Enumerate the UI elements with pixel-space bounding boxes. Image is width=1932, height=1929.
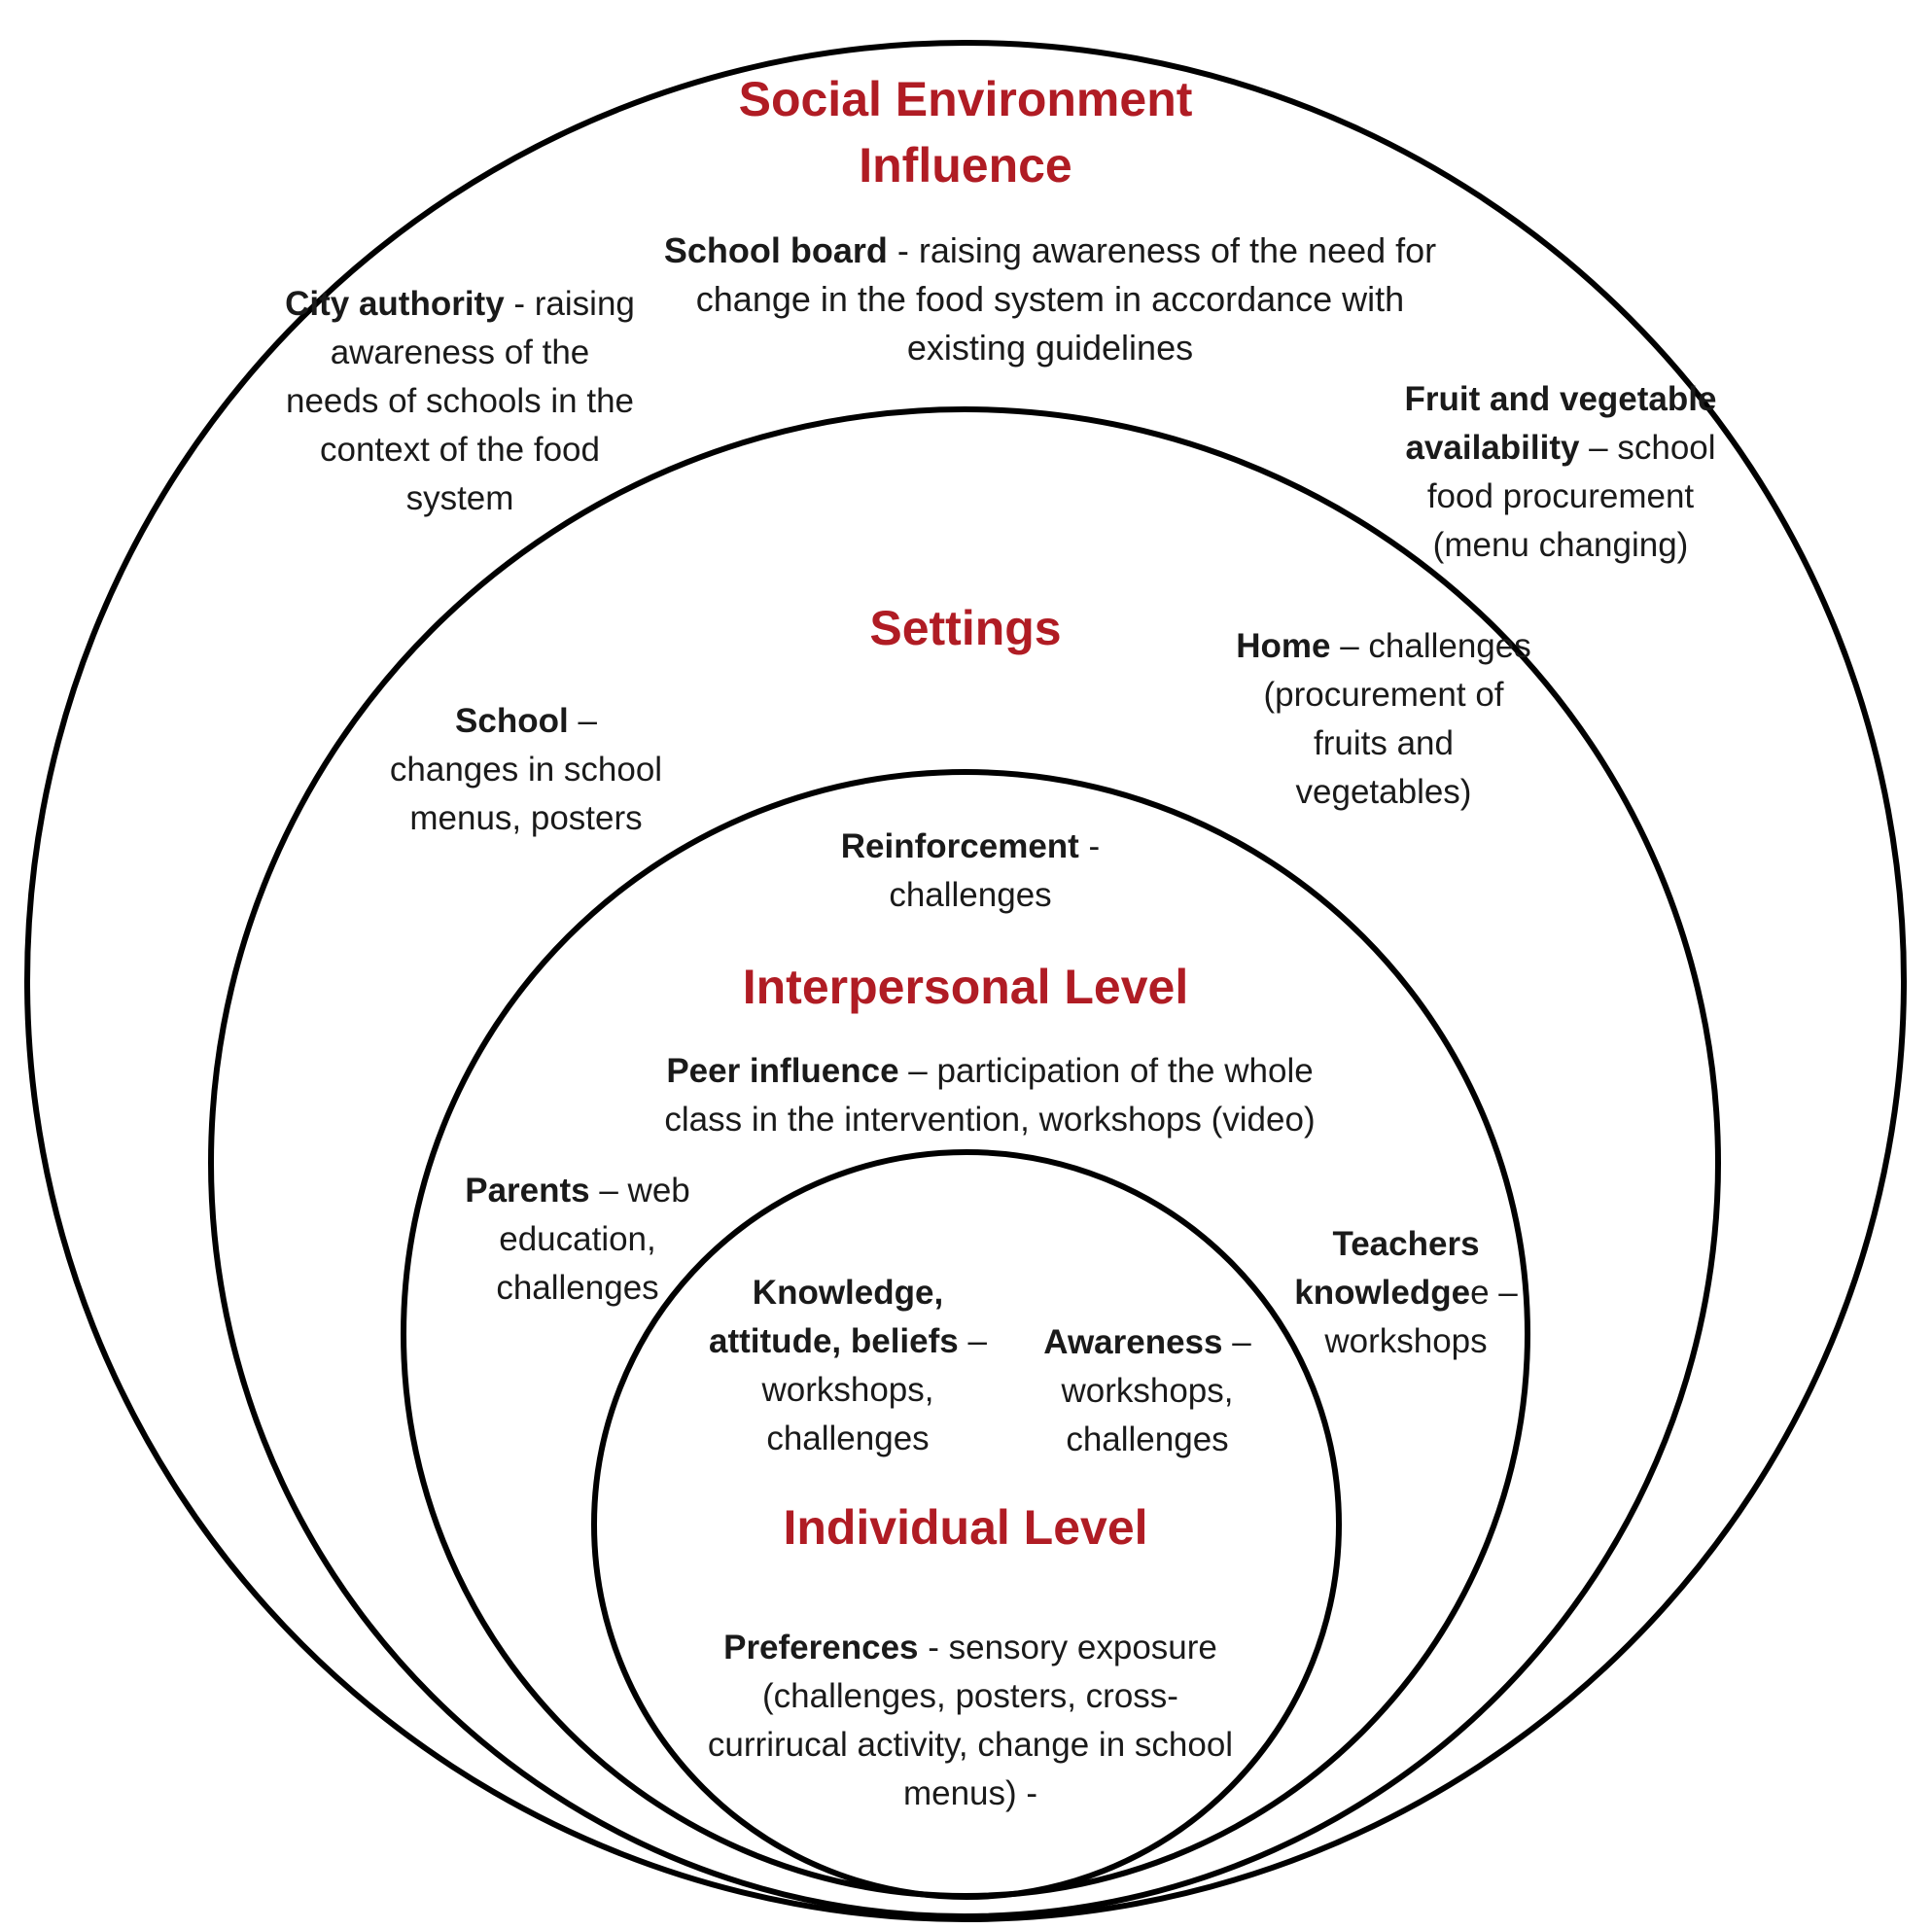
fruit-vegetable-desc: – school food procurement (menu changing… [1426, 429, 1716, 564]
knowledge-term: Knowledge, attitude, beliefs [709, 1274, 959, 1360]
settings-ring [208, 406, 1721, 1919]
social-environment-ring [24, 40, 1907, 1922]
individual-title: Individual Level [783, 1500, 1148, 1555]
preferences-note: Preferences - sensory exposure (challeng… [698, 1624, 1243, 1818]
teachers-desc: e – workshops [1324, 1274, 1518, 1360]
parents-desc: – web education, challenges [496, 1172, 690, 1307]
knowledge-desc: – workshops, challenges [761, 1322, 987, 1457]
fruit-vegetable-term: Fruit and vegetable availability [1404, 380, 1717, 467]
school-setting-desc: – changes in school menus, posters [389, 702, 663, 837]
individual-ring [591, 1149, 1342, 1900]
school-board-term: School board [663, 230, 888, 270]
home-setting-term: Home [1236, 627, 1331, 665]
city-authority-desc: - raising awareness of the needs of scho… [285, 285, 635, 517]
interpersonal-title: Interpersonal Level [742, 960, 1189, 1014]
social-environment-title: Social Environment Influence [625, 66, 1306, 198]
awareness-term: Awareness [1043, 1323, 1223, 1361]
parents-term: Parents [465, 1172, 590, 1210]
school-board-note: School board - raising awareness of the … [661, 227, 1439, 372]
preferences-desc: - sensory exposure (challenges, posters,… [707, 1629, 1234, 1812]
knowledge-note: Knowledge, attitude, beliefs – workshops… [692, 1269, 1003, 1463]
fruit-vegetable-note: Fruit and vegetable availability – schoo… [1390, 375, 1731, 570]
peer-influence-term: Peer influence [666, 1052, 899, 1090]
teachers-term: Teachers knowledge [1294, 1225, 1480, 1312]
school-setting-term: School [455, 702, 569, 740]
reinforcement-term: Reinforcement [840, 827, 1079, 865]
reinforcement-desc: - challenges [889, 827, 1101, 914]
awareness-note: Awareness – workshops, challenges [1031, 1318, 1264, 1464]
home-setting-note: Home – challenges (procurement of fruits… [1233, 622, 1534, 817]
teachers-note: Teachers knowledgee – workshops [1280, 1220, 1532, 1366]
awareness-desc: – workshops, challenges [1061, 1323, 1251, 1458]
peer-influence-note: Peer influence – participation of the wh… [630, 1047, 1350, 1144]
reinforcement-note: Reinforcement - challenges [815, 823, 1126, 920]
school-setting-note: School – changes in school menus, poster… [389, 697, 663, 843]
social-environment-title-line2: Influence [859, 138, 1072, 193]
peer-influence-desc: – participation of the whole class in th… [664, 1052, 1316, 1139]
preferences-term: Preferences [723, 1629, 919, 1666]
social-environment-title-line1: Social Environment [738, 72, 1193, 126]
parents-note: Parents – web education, challenges [445, 1167, 710, 1313]
settings-title: Settings [869, 601, 1062, 655]
school-board-desc: - raising awareness of the need for chan… [695, 230, 1437, 368]
city-authority-term: City authority [285, 285, 505, 323]
city-authority-note: City authority - raising awareness of th… [280, 280, 640, 523]
home-setting-desc: – challenges (procurement of fruits and … [1263, 627, 1531, 811]
